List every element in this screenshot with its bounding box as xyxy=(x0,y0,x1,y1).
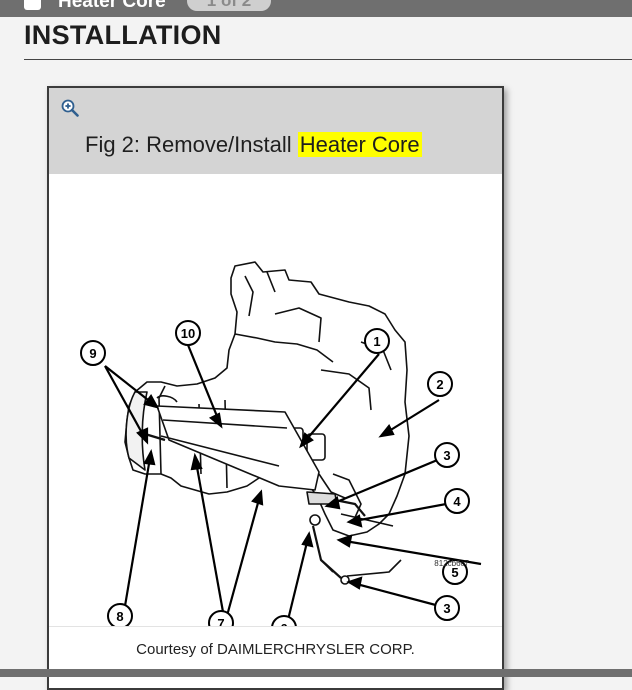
callout-3b: 3 xyxy=(443,601,450,616)
callout-circles xyxy=(80,320,470,626)
figure-header: Fig 2: Remove/Install Heater Core xyxy=(49,88,502,174)
callout-circle-2 xyxy=(427,371,453,397)
callout-4: 4 xyxy=(453,494,461,509)
callout-circle-4 xyxy=(444,488,470,514)
page-indicator[interactable]: 1 of 2 xyxy=(187,0,271,11)
callout-circle-3a xyxy=(434,442,460,468)
image-code: 812cb6c7 xyxy=(434,559,469,568)
section-title: INSTALLATION xyxy=(24,20,222,50)
top-toolbar: Heater Core 1 of 2 xyxy=(0,0,632,17)
callout-circle-5 xyxy=(442,559,468,585)
figure-card: Fig 2: Remove/Install Heater Core xyxy=(47,86,504,690)
bottom-toolbar xyxy=(0,669,632,677)
hvac-housing-drawing xyxy=(124,261,410,585)
callout-2: 2 xyxy=(436,377,443,392)
callout-3a: 3 xyxy=(443,448,450,463)
callout-circle-6 xyxy=(271,615,297,626)
callout-circle-9 xyxy=(80,340,106,366)
callout-labels: 10 9 1 2 3 4 5 3 6 7 8 xyxy=(89,326,461,626)
callout-6: 6 xyxy=(280,621,287,626)
figure-title: Fig 2: Remove/Install Heater Core xyxy=(85,132,422,158)
caption-divider xyxy=(49,626,502,627)
callout-circle-3b xyxy=(434,595,460,621)
callout-circle-7 xyxy=(208,610,234,626)
callout-1: 1 xyxy=(373,334,380,349)
document-title: Heater Core xyxy=(58,0,166,12)
callout-8: 8 xyxy=(116,609,123,624)
callout-9: 9 xyxy=(89,346,96,361)
heater-core-diagram: 10 9 1 2 3 4 5 3 6 7 8 812cb6c7 xyxy=(80,261,482,626)
callout-circle-8 xyxy=(107,603,133,626)
leader-lines xyxy=(104,344,482,625)
figure-title-prefix: Fig 2: Remove/Install xyxy=(85,132,298,157)
callout-circle-10 xyxy=(175,320,201,346)
callout-5: 5 xyxy=(451,565,458,580)
figure-title-highlight: Heater Core xyxy=(297,132,422,157)
callout-7: 7 xyxy=(217,616,224,626)
callout-10: 10 xyxy=(181,326,195,341)
figure-caption: Courtesy of DAIMLERCHRYSLER CORP. xyxy=(136,641,415,658)
select-checkbox[interactable] xyxy=(24,0,41,10)
section-divider xyxy=(24,59,632,60)
zoom-in-icon[interactable] xyxy=(61,99,79,117)
callout-circle-1 xyxy=(364,328,390,354)
